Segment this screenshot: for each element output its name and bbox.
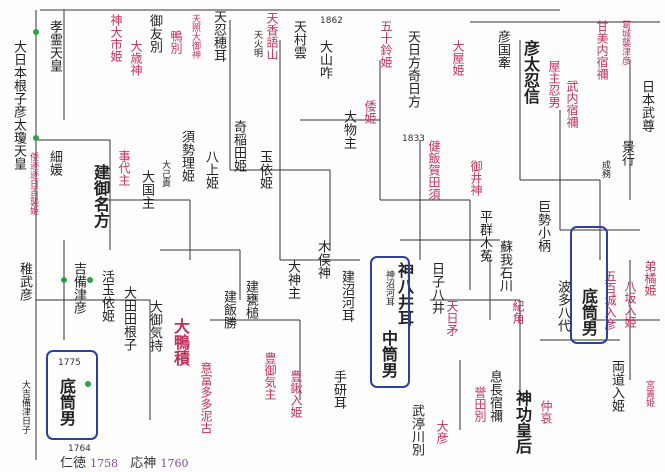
person-name: 御井神 bbox=[469, 160, 483, 196]
person-name: 健飯賀田須 bbox=[427, 140, 441, 200]
person-name: 意富多多泥古 bbox=[199, 362, 213, 434]
person-name: 天火明 bbox=[252, 30, 262, 57]
person-name: 葛城襲津彦 bbox=[620, 20, 630, 65]
person-name: 御友別 bbox=[147, 14, 162, 53]
person-name: 細媛 bbox=[47, 150, 62, 176]
person-name: 大田田根子 bbox=[121, 286, 136, 351]
highlight-box-right bbox=[570, 226, 608, 344]
marker-dots bbox=[33, 29, 93, 387]
person-name: 八上姫 bbox=[203, 150, 218, 189]
person-name: 日子八井 bbox=[429, 262, 444, 314]
person-name: 大御気持 bbox=[147, 300, 162, 352]
person-name: 大日本根子彦太瓊天皇 bbox=[11, 40, 26, 170]
person-name: 大鴨積 bbox=[171, 318, 190, 366]
person-name: 平群木菟 bbox=[477, 210, 492, 262]
person-name: 神沼河耳 bbox=[384, 270, 394, 306]
person-name: 天日方奇日方 bbox=[405, 30, 420, 108]
person-name: 稚武彦 bbox=[17, 262, 32, 301]
person-name: 手研耳 bbox=[331, 370, 346, 409]
person-name: 大彦 bbox=[435, 420, 449, 444]
person-name: 天日矛 bbox=[445, 300, 459, 336]
person-name: 大己貴 bbox=[160, 160, 170, 187]
person-name: 息長宿禰 bbox=[487, 370, 502, 422]
person-name: 波多八代 bbox=[555, 280, 570, 332]
person-name: 甘美内宿禰 bbox=[595, 20, 609, 80]
year-label: 1862 bbox=[320, 16, 343, 26]
person-name: 誉田別 bbox=[473, 386, 487, 422]
person-name: 事代主 bbox=[117, 150, 131, 186]
person-name: 神大市姫 bbox=[109, 14, 123, 62]
person-name: 豊御気主 bbox=[263, 352, 277, 400]
person-name: 孝霊天皇 bbox=[47, 20, 62, 72]
person-name: 建沼河耳 bbox=[339, 270, 354, 322]
person-name: 屋主忍男 bbox=[547, 60, 561, 108]
person-name: 玉依姫 bbox=[257, 150, 272, 189]
person-name: 建飯勝 bbox=[221, 290, 236, 329]
person-name: 八坂入姫 bbox=[623, 280, 637, 328]
bottom-name: 応神 bbox=[130, 456, 157, 471]
person-name: 彦国牽 bbox=[495, 30, 510, 69]
boxed-name: 底筒男 bbox=[57, 378, 76, 426]
person-name: 巨勢小柄 bbox=[535, 200, 550, 252]
person-name: 大屋姫 bbox=[451, 40, 465, 76]
person-name: 木俣神 bbox=[315, 240, 330, 279]
highlight-box-left bbox=[46, 350, 98, 440]
person-name: 吉備津彦 bbox=[71, 262, 86, 314]
boxed-name: 中筒男 bbox=[379, 330, 398, 378]
person-name: 紀角 bbox=[511, 300, 525, 324]
person-name: 鴨別 bbox=[169, 30, 183, 54]
person-name: 天香語山 bbox=[265, 12, 279, 60]
person-name: 仲哀 bbox=[539, 400, 553, 424]
person-name: 建御名方 bbox=[91, 164, 110, 228]
person-name: 豊鍬入姫 bbox=[289, 370, 303, 418]
bottom-year: 1760 bbox=[160, 457, 189, 470]
person-name: 天照大御神 bbox=[190, 14, 200, 59]
person-name: 武内宿禰 bbox=[565, 80, 579, 128]
person-name: 奇稲田姫 bbox=[231, 120, 246, 172]
person-name: 建甕槌 bbox=[243, 280, 258, 319]
person-name: 大国主 bbox=[139, 170, 154, 209]
person-name: 宮簀姫 bbox=[644, 380, 654, 407]
highlight-box-center bbox=[370, 256, 410, 388]
person-name: 景行 bbox=[619, 140, 634, 166]
bottom-year: 1758 bbox=[90, 457, 119, 470]
person-name: 天村雲 bbox=[291, 20, 306, 59]
person-name: 武渟川別 bbox=[409, 404, 424, 456]
person-name: 両道入姫 bbox=[609, 360, 624, 412]
person-name: 日本武尊 bbox=[639, 80, 654, 132]
person-name: 神功皇后 bbox=[513, 390, 532, 454]
person-name: 活玉依姫 bbox=[99, 270, 114, 322]
person-name: 大物主 bbox=[341, 110, 356, 149]
bottom-note: 仁徳 1758 応神 1760 bbox=[60, 452, 196, 471]
person-name: 大歳神 bbox=[129, 40, 143, 76]
person-name: 大吉備津日子 bbox=[20, 380, 30, 434]
year-label: 1833 bbox=[402, 134, 425, 144]
person-name: 五十鈴姫 bbox=[379, 20, 393, 68]
person-name: 天忍穂耳 bbox=[211, 10, 226, 62]
person-name: 倭姫 bbox=[363, 100, 377, 124]
bottom-name: 仁徳 bbox=[60, 456, 87, 471]
person-name: 須勢理姫 bbox=[179, 130, 194, 182]
year-label: 1775 bbox=[58, 358, 81, 368]
person-name: 成務 bbox=[600, 160, 610, 178]
person-name: 大山咋 bbox=[317, 40, 332, 79]
person-name: 弟橘姫 bbox=[643, 260, 657, 296]
person-name: 倭迹迹日百襲姫 bbox=[28, 152, 38, 215]
person-name: 大神主 bbox=[285, 260, 300, 299]
person-name: 蘇我石川 bbox=[497, 240, 512, 292]
boxed-name: 底筒男 bbox=[579, 288, 598, 336]
year-label: 1764 bbox=[68, 444, 91, 454]
person-name: 彦太忍信 bbox=[521, 40, 540, 104]
